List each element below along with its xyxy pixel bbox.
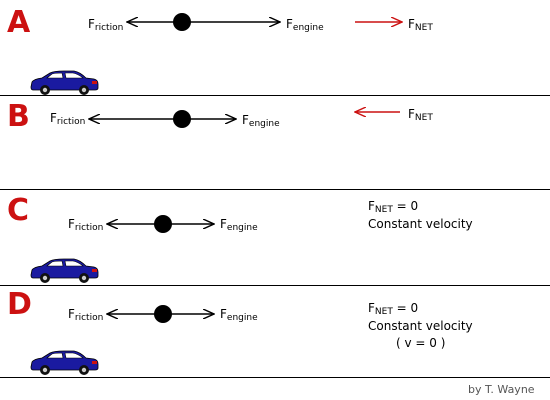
engine-label: Fengine	[286, 17, 324, 33]
panel-d: D Friction Fengine FNET = 0 Constant vel…	[0, 286, 550, 378]
net-force-label: FNET	[408, 17, 433, 33]
friction-label: Friction	[68, 307, 104, 323]
car-icon	[28, 258, 100, 288]
friction-label: Friction	[88, 17, 124, 33]
car-icon	[28, 350, 100, 380]
engine-label: Fengine	[242, 113, 280, 129]
panel-b: B Friction Fengine FNET	[0, 96, 550, 190]
friction-label: Friction	[68, 217, 104, 233]
panel-letter: B	[7, 99, 30, 134]
motion-statement: Constant velocity	[368, 217, 473, 231]
panel-a: A Friction Fengine FNET	[0, 0, 550, 96]
velocity-statement: ( v = 0 )	[396, 336, 446, 350]
panel-letter: A	[7, 5, 31, 40]
panel-c: C Friction Fengine FNET = 0 Constant vel…	[0, 190, 550, 286]
engine-label: Fengine	[220, 217, 258, 233]
panel-letter: D	[7, 287, 32, 322]
object-dot	[173, 110, 191, 128]
object-dot	[154, 215, 172, 233]
car-icon	[28, 70, 100, 100]
net-force-statement: FNET = 0	[368, 199, 419, 215]
object-dot	[154, 305, 172, 323]
net-force-statement: FNET = 0	[368, 301, 419, 317]
object-dot	[173, 13, 191, 31]
author-credit: by T. Wayne	[468, 383, 535, 396]
panel-letter: C	[7, 193, 30, 228]
motion-statement: Constant velocity	[368, 319, 473, 333]
engine-label: Fengine	[220, 307, 258, 323]
net-force-label: FNET	[408, 107, 433, 123]
friction-label: Friction	[50, 111, 86, 127]
